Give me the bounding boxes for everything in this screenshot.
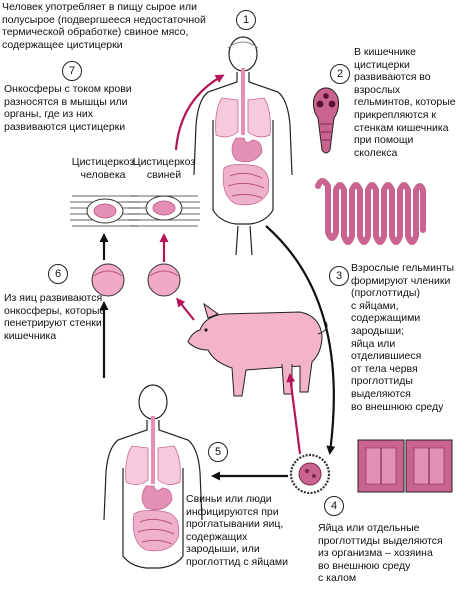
oncosphere-human xyxy=(91,263,125,297)
arrow-body-to-egg xyxy=(265,225,336,455)
step-6-number: 6 xyxy=(48,264,68,284)
proglottids-illustration xyxy=(357,439,453,493)
pig-illustration xyxy=(187,302,328,397)
human-body-bottom xyxy=(103,384,203,569)
human-body-top xyxy=(193,36,293,256)
step-4-text: Яйца или отдельные проглоттиды выделяютс… xyxy=(318,522,443,585)
muscle-cyst-pig xyxy=(128,195,200,227)
step-2-text: В кишечнике цистицерки развиваются во вз… xyxy=(354,46,456,159)
oncosphere-pig xyxy=(147,263,181,297)
scolex-illustration xyxy=(313,87,339,154)
arrow-egg-to-pig xyxy=(286,373,302,455)
cycle-arrows xyxy=(99,74,336,481)
egg-illustration xyxy=(289,453,331,495)
step-5-text: Свиньи или люди инфицируются при проглат… xyxy=(186,493,289,568)
step-2-number: 2 xyxy=(330,64,350,84)
step-6-text: Из яиц развиваются онкосферы, которые пе… xyxy=(4,292,106,342)
muscle-cyst-human xyxy=(70,195,140,227)
step-3-text: Взрослые гельминты формируют членики (пр… xyxy=(351,262,455,413)
adult-worm-illustration xyxy=(315,178,426,245)
step-5-number: 5 xyxy=(208,442,228,462)
step-4-number: 4 xyxy=(324,496,344,516)
step-3-number: 3 xyxy=(329,266,349,286)
step-1-number: 1 xyxy=(236,10,256,30)
arrow-cyst-to-human xyxy=(174,74,225,151)
step-7-text: Онкосферы с током крови разносятся в мыш… xyxy=(4,83,132,133)
step-7-number: 7 xyxy=(62,61,82,81)
cyst-pig-label: Цистицеркоз свиней xyxy=(132,156,196,181)
step-1-text: Человек употребляет в пищу сырое или пол… xyxy=(2,1,206,51)
cyst-human-label: Цистицеркоз человека xyxy=(71,156,135,181)
arrow-pig-to-oncosphere xyxy=(176,297,195,321)
